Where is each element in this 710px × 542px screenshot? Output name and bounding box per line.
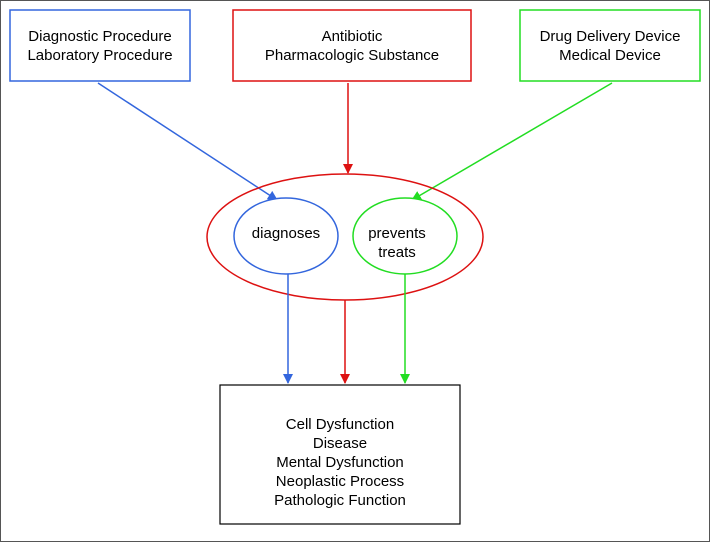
device-box-line-1: Drug Delivery Device [540, 28, 681, 45]
prevents-label: prevents [368, 225, 426, 242]
disease-box-line-5: Pathologic Function [274, 492, 406, 509]
diagnostic-box-line-2: Laboratory Procedure [27, 47, 172, 64]
device-box-line-2: Medical Device [559, 47, 661, 64]
antibiotic-box-line-2: Pharmacologic Substance [265, 47, 439, 64]
diagnostic-to-diagnoses-arrow [97, 82, 278, 201]
disease-box-line-1: Cell Dysfunction [286, 416, 394, 433]
disease-box-line-4: Neoplastic Process [276, 473, 404, 490]
antibiotic-box-line-1: Antibiotic [322, 28, 383, 45]
prevents-treats-circle: prevents treats [352, 197, 458, 275]
diagnoses-circle: diagnoses [233, 197, 339, 275]
antibiotic-box: Antibiotic Pharmacologic Substance [232, 9, 472, 82]
disease-box-line-2: Disease [313, 435, 367, 452]
diagnostic-box-line-1: Diagnostic Procedure [28, 28, 171, 45]
device-to-treats-arrow [411, 82, 613, 201]
pathologic-function-box: Cell Dysfunction Disease Mental Dysfunct… [219, 384, 461, 525]
drug-delivery-device-box: Drug Delivery Device Medical Device [519, 9, 701, 82]
diagnostic-procedure-box: Diagnostic Procedure Laboratory Procedur… [9, 9, 191, 82]
disease-box-line-3: Mental Dysfunction [276, 454, 404, 471]
treats-label: treats [378, 244, 416, 261]
diagnoses-label: diagnoses [252, 225, 320, 242]
